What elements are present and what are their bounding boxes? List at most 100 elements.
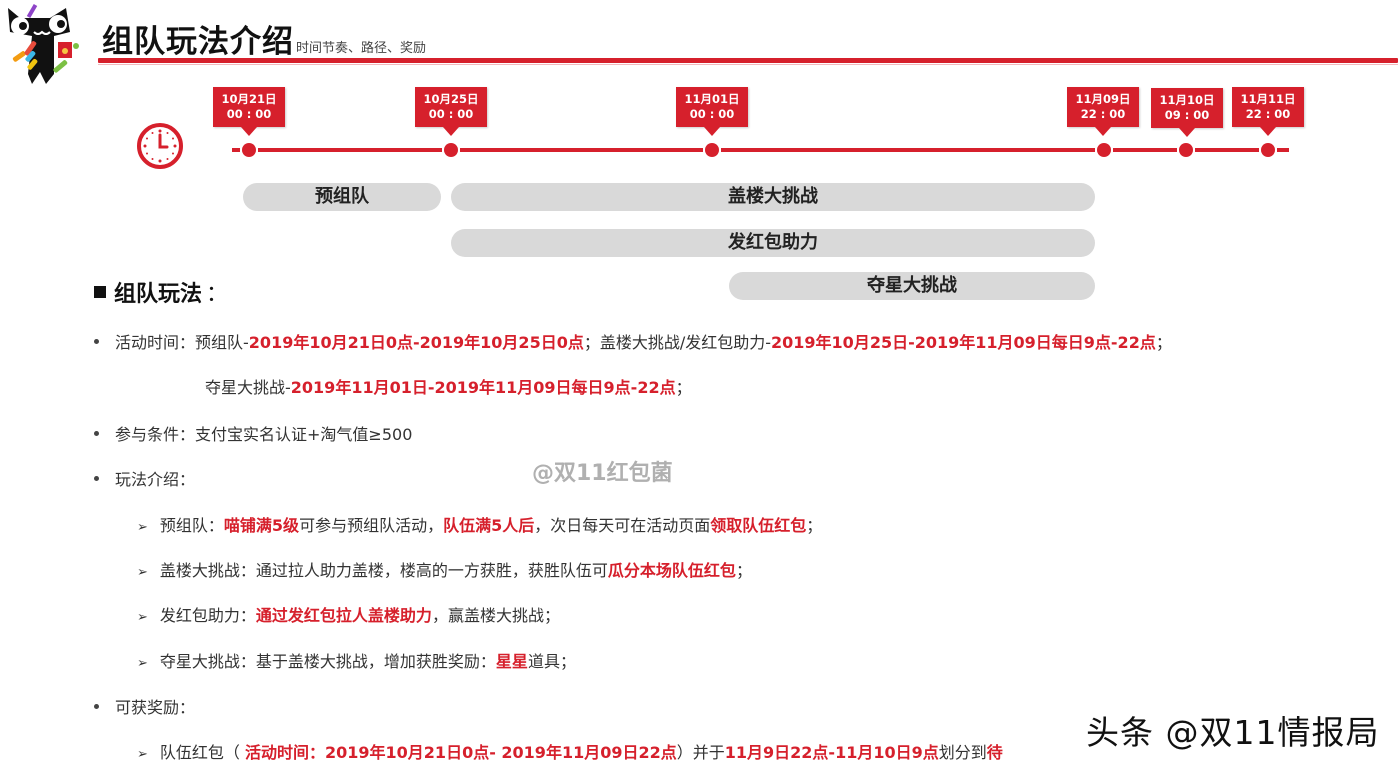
phase-bar-red-packet-help: 发红包助力 [451,229,1095,257]
highlight-text: 星星 [495,652,528,671]
timeline-dot [1179,143,1193,157]
rewards-heading-line: 可获奖励： [94,694,195,718]
timeline-tag-time: 00 : 00 [226,107,272,121]
highlight-text: 11月9日22点-11月10日9点 [724,743,939,762]
phase-bar-building-challenge: 盖楼大挑战 [451,183,1095,211]
timeline-tag-time: 09 : 00 [1164,108,1210,122]
text: ，次日每天可在活动页面 [534,516,711,535]
text: 预组队： [159,516,224,535]
phase-bar-star-challenge: 夺星大挑战 [729,272,1095,300]
timeline-dot [705,143,719,157]
text: 夺星大挑战- [205,378,291,397]
text: ）并于 [676,743,725,762]
timeline-tag: 11月09日 22 : 00 [1067,87,1139,136]
section-heading: 组队玩法 ： [94,276,228,308]
highlight-text: 2019年11月01日-2019年11月09日每日9点-22点 [290,378,676,397]
header-divider [98,58,1398,63]
highlight-text: 2019年10月25日-2019年11月09日每日9点-22点 [771,333,1156,352]
page-title: 组队玩法介绍 [102,24,294,60]
timeline-tag-date: 11月01日 [684,92,740,106]
activity-time-line-2: 夺星大挑战-2019年11月01日-2019年11月09日每日9点-22点； [205,374,692,398]
timeline-tag-date: 10月25日 [423,92,479,106]
conditions-label: 参与条件： [115,425,196,444]
timeline-tag: 10月21日 00 : 00 [213,87,285,136]
timeline-tag-time: 00 : 00 [428,107,474,121]
highlight-text: 2019年10月21日0点-2019年10月25日0点 [248,333,584,352]
highlight-text: 通过发红包拉人盖楼助力 [255,606,432,625]
bullet-icon [94,339,99,344]
text: ，赢盖楼大挑战； [431,606,560,625]
text: ； [806,516,823,535]
timeline-tag: 10月25日 00 : 00 [415,87,487,136]
bullet-icon [94,476,99,481]
highlight-text: 领取队伍红包 [710,516,807,535]
timeline-tag-date: 10月21日 [221,92,277,106]
text: 盖楼大挑战：通过拉人助力盖楼，楼高的一方获胜，获胜队伍可 [159,561,608,580]
arrow-bullet-icon: ➢ [137,610,148,625]
timeline-segment [721,148,1095,152]
conditions-text: 支付宝实名认证+淘气值≥500 [195,425,413,444]
section-heading-colon: ： [206,282,229,307]
timeline-tag: 11月10日 09 : 00 [1151,88,1223,137]
timeline-segment [1195,148,1259,152]
timeline-dot [242,143,256,157]
square-bullet-icon [94,286,106,298]
highlight-text: 待 [986,743,1003,762]
bullet-icon [94,704,99,709]
page-header: 组队玩法介绍 时间节奏、路径、奖励 [102,16,426,61]
timeline-segment [1113,148,1177,152]
text: 夺星大挑战：基于盖楼大挑战，增加获胜奖励： [159,652,496,671]
timeline-dot [444,143,458,157]
activity-time-line-1: 活动时间：预组队-2019年10月21日0点-2019年10月25日0点；盖楼大… [94,329,1172,353]
gameplay-heading-line: 玩法介绍： [94,466,195,490]
arrow-bullet-icon: ➢ [137,656,148,671]
arrow-bullet-icon: ➢ [137,565,148,580]
highlight-text: 活动时间：2019年10月21日0点- 2019年11月09日22点 [245,743,677,762]
tmall-cat-logo-icon [8,3,79,84]
timeline-dot [1097,143,1111,157]
text: ； [1155,333,1172,352]
timeline-segment [258,148,442,152]
phase-bar-pre-team: 预组队 [243,183,441,211]
timeline-tag-time: 00 : 00 [689,107,735,121]
timeline-tag: 11月11日 22 : 00 [1232,87,1304,136]
timeline-tag-time: 22 : 00 [1080,107,1126,121]
timeline-tag: 11月01日 00 : 00 [676,87,748,136]
arrow-bullet-icon: ➢ [137,747,148,762]
gameplay-item: ➢ 发红包助力：通过发红包拉人盖楼助力，赢盖楼大挑战； [137,602,560,626]
gameplay-item: ➢ 盖楼大挑战：通过拉人助力盖楼，楼高的一方获胜，获胜队伍可瓜分本场队伍红包； [137,557,752,581]
highlight-text: 喵铺满5级 [223,516,300,535]
gameplay-item: ➢ 预组队：喵铺满5级可参与预组队活动，队伍满5人后，次日每天可在活动页面领取队伍… [137,512,822,536]
section-heading-text: 组队玩法 [114,282,203,307]
header-divider-shadow [98,64,1398,65]
timeline-tag-time: 22 : 00 [1245,107,1291,121]
highlight-text: 队伍满5人后 [443,516,535,535]
activity-time-label: 活动时间： [115,333,196,352]
text: 队伍红包（ [159,743,245,762]
clock-icon [137,123,183,169]
bullet-icon [94,431,99,436]
text: ； [735,561,752,580]
text: ； [675,378,692,397]
gameplay-label: 玩法介绍： [115,470,196,489]
text: 道具； [527,652,576,671]
watermark-corner: 头条 @双11情报局 [1086,713,1380,752]
text: 发红包助力： [159,606,256,625]
timeline-segment [232,148,240,152]
timeline-dot [1261,143,1275,157]
rewards-label: 可获奖励： [115,698,196,717]
timeline-segment [460,148,703,152]
rewards-item: ➢ 队伍红包（ 活动时间：2019年10月21日0点- 2019年11月09日22… [137,739,1003,763]
highlight-text: 瓜分本场队伍红包 [607,561,736,580]
text: 可参与预组队活动， [299,516,444,535]
arrow-bullet-icon: ➢ [137,520,148,535]
timeline-tag-date: 11月09日 [1075,92,1131,106]
timeline-tag-date: 11月11日 [1240,92,1296,106]
text: 预组队- [195,333,249,352]
timeline-tag-date: 11月10日 [1159,93,1215,107]
timeline-segment [1277,148,1289,152]
page-subtitle: 时间节奏、路径、奖励 [296,41,427,56]
gameplay-item: ➢ 夺星大挑战：基于盖楼大挑战，增加获胜奖励：星星道具； [137,648,576,672]
text: ；盖楼大挑战/发红包助力- [583,333,772,352]
watermark-center: @双11红包菌 [532,461,673,486]
